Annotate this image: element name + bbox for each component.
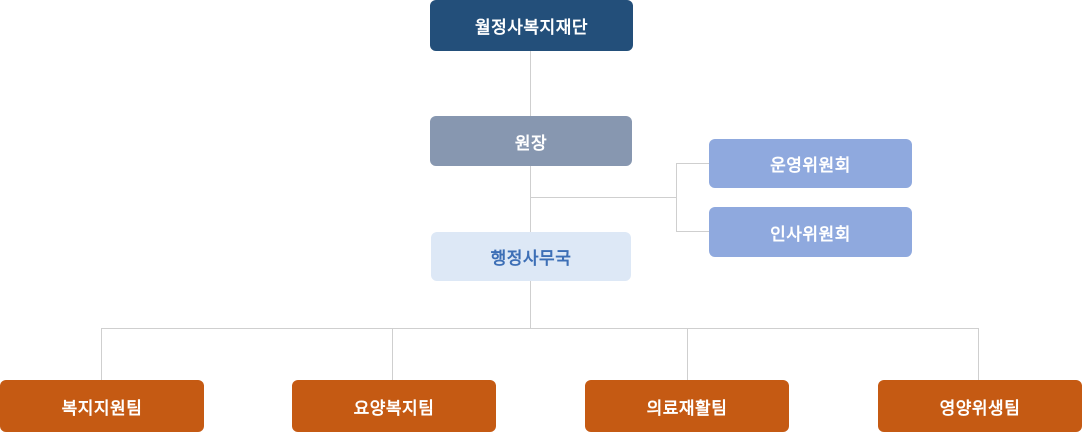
connector-team3-drop — [687, 328, 688, 380]
connector-committee-branch — [531, 197, 677, 198]
team-node-welfare-support: 복지지원팀 — [0, 380, 204, 432]
connector-committee2-stub — [676, 231, 709, 232]
personnel-committee-node: 인사위원회 — [709, 207, 912, 257]
connector-committee-spine — [676, 163, 677, 232]
team-node-medical-rehab: 의료재활팀 — [585, 380, 789, 432]
connector-team1-drop — [101, 328, 102, 380]
connector-committee1-stub — [676, 163, 709, 164]
connector-team2-drop — [392, 328, 393, 380]
connector-teams-horizontal — [101, 328, 979, 329]
connector-director-office — [530, 166, 531, 232]
connector-office-down — [530, 281, 531, 329]
connector-root-director — [530, 51, 531, 116]
operations-committee-node: 운영위원회 — [709, 139, 912, 188]
connector-team4-drop — [978, 328, 979, 380]
team-node-care-welfare: 요양복지팀 — [292, 380, 496, 432]
org-root-node: 월정사복지재단 — [430, 0, 633, 51]
director-node: 원장 — [430, 116, 632, 166]
admin-office-node: 행정사무국 — [431, 232, 631, 281]
team-node-nutrition-hygiene: 영양위생팀 — [878, 380, 1082, 432]
